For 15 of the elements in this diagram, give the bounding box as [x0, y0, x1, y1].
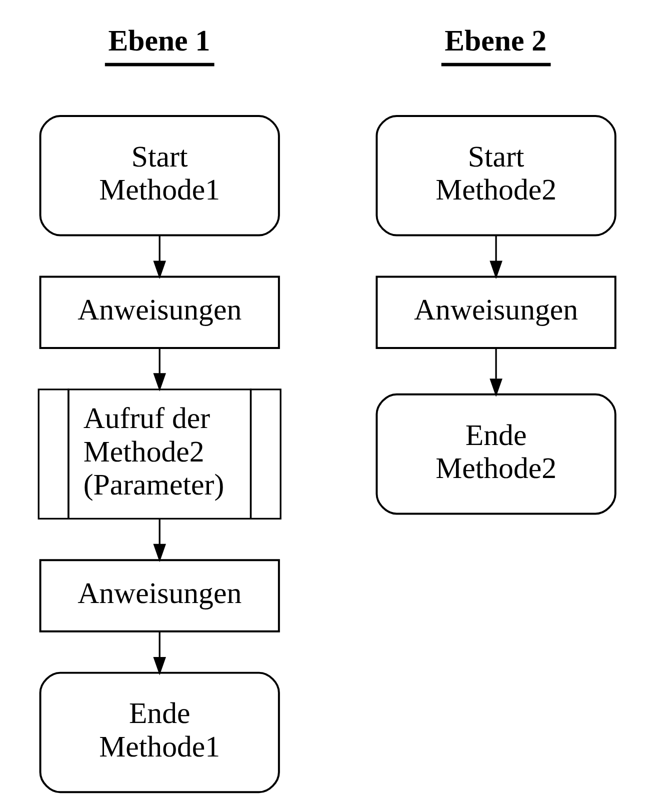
- node-box: Anweisungen: [38, 276, 280, 349]
- node-box: Ende Methode1: [38, 672, 280, 794]
- node-box: Anweisungen: [38, 559, 280, 632]
- node-box: Ende Methode2: [375, 393, 616, 515]
- arrow: [152, 235, 166, 280]
- node-box: Start Methode2: [375, 114, 616, 236]
- arrow: [152, 632, 166, 676]
- arrow: [152, 348, 166, 392]
- label: Ebene 2: [444, 24, 546, 58]
- arrow: [489, 348, 502, 397]
- node-box: Anweisungen: [375, 276, 616, 349]
- node-box: Start Methode1: [38, 114, 280, 236]
- arrow: [489, 235, 502, 280]
- label: Ebene 1: [108, 24, 210, 58]
- arrow: [152, 519, 166, 562]
